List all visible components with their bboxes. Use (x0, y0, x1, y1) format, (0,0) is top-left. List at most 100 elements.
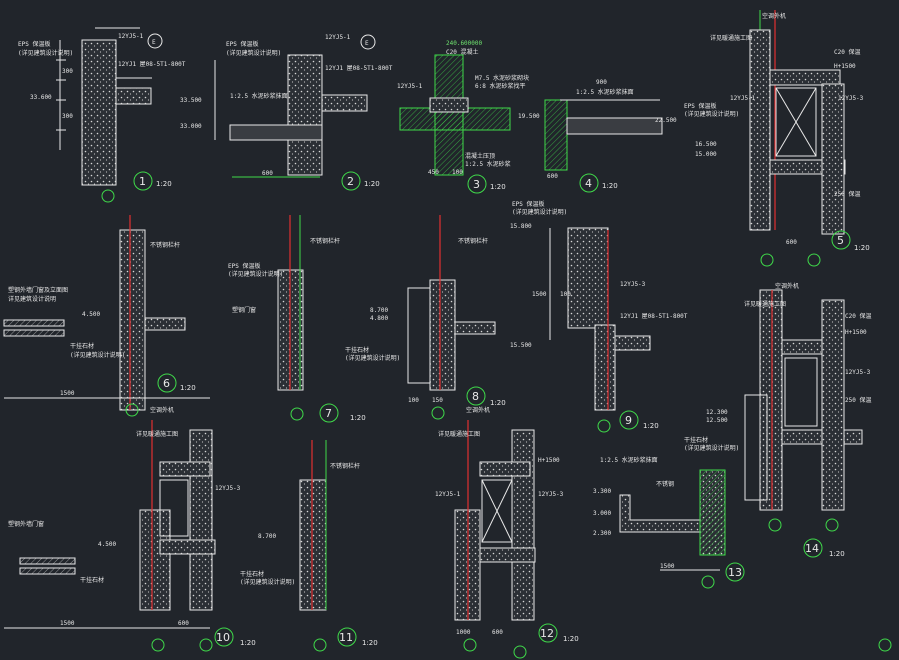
label-c: 12YJ5-1 (435, 491, 461, 498)
detail-7: 不锈钢栏杆 EPS 保温板 (详见建筑设计说明) 塑钢门窗 7 1:20 (228, 215, 366, 423)
coping (429, 97, 469, 113)
dim-b: 450 (428, 169, 439, 176)
dim-a: 8.700 (258, 533, 276, 540)
detail-scale: 1:20 (240, 639, 256, 647)
detail-scale: 1:20 (563, 635, 579, 643)
wall (749, 29, 771, 231)
label-g: 250 保温 (845, 396, 871, 404)
detail-number: 12 (540, 627, 554, 640)
detail-11: 不锈钢栏杆 干挂石材 (详见建筑设计说明) 8.700 11 1:20 (240, 440, 378, 647)
dim-b: 600 (547, 173, 558, 180)
detail-number: 13 (728, 566, 742, 579)
label-b: 详见暖通施工图 (744, 300, 786, 308)
detail-number-circle (538, 623, 558, 643)
detail-ref-circle (147, 33, 163, 49)
label-b: 详见暖通施工图 (438, 430, 480, 438)
label-b: C20 混凝土 (446, 48, 478, 56)
detail-3: 240.600000 C20 混凝土 M7.5 水泥砂浆砌块 6:8 水泥砂浆找… (397, 40, 540, 194)
label-g: H+1500 (834, 63, 856, 70)
detail-ref-circle (360, 34, 376, 50)
label-a: 空调外机 (466, 406, 490, 414)
stone-panel (3, 319, 65, 327)
detail-scale: 1:20 (364, 180, 380, 188)
label-c: (详见建筑设计说明) (228, 270, 283, 278)
wall (429, 279, 456, 391)
outer-wall (189, 429, 213, 611)
label-c: EPS 保温板 (684, 102, 716, 110)
slab-section (115, 87, 152, 105)
label-b: (详见建筑设计说明) (226, 49, 281, 57)
dim-b: 33.000 (180, 123, 202, 130)
detail-scale: 1:20 (156, 180, 172, 188)
dim-b: 1500 (60, 620, 75, 627)
label-a: 空调外机 (150, 406, 174, 414)
detail-scale: 1:20 (350, 414, 366, 422)
label-d: 塑钢外墙门窗 (8, 520, 44, 528)
label-e: 2.300 (593, 530, 611, 537)
detail-scale: 1:20 (643, 422, 659, 430)
dim-a: 1500 (660, 563, 675, 570)
detail-number-circle (214, 627, 234, 647)
dim-a: 4.500 (82, 311, 100, 318)
label-f: 12YJ5-3 (838, 95, 864, 102)
outer-wall (821, 83, 845, 235)
detail-number: 3 (473, 178, 480, 191)
wall-section (81, 39, 117, 186)
dim-a: 22.500 (655, 117, 677, 124)
slab (229, 124, 323, 141)
dim-a: 12.300 (706, 409, 728, 416)
dim-a: 4.500 (98, 541, 116, 548)
stone-panel (3, 329, 65, 337)
wall (759, 289, 783, 511)
slab-upper (159, 461, 211, 477)
slab-upper (769, 69, 841, 86)
label-a: EPS 保温板 (512, 200, 544, 208)
outer-wall (821, 299, 845, 511)
detail-number-circle (725, 562, 745, 582)
dim-c: 600 (262, 170, 273, 177)
dim-b: 4.800 (370, 315, 388, 322)
label-e: (详见建筑设计说明) (684, 444, 739, 452)
dim-a: 33.500 (180, 97, 202, 104)
label-a: 不锈钢栏杆 (310, 237, 340, 245)
ac-unit (159, 479, 189, 537)
label-e: 不锈钢栏杆 (150, 241, 180, 249)
label-c: 12YJ5-3 (620, 281, 646, 288)
detail-number-circle (467, 174, 487, 194)
dim-d: 100 (560, 291, 571, 298)
window-frame (744, 394, 768, 501)
dim-c: 600 (178, 620, 189, 627)
label-a: 空调外机 (775, 282, 799, 290)
label-f: 1:2.5 水泥砂浆抹面 (230, 92, 288, 100)
stone-panel (19, 557, 76, 565)
label-d: 塑钢门窗 (232, 306, 256, 314)
label-h: C20 保温 (834, 48, 860, 56)
label-b: (详见建筑设计说明) (512, 208, 567, 216)
detail-6: 塑钢外墙门窗及立面图 详见建筑设计说明 干挂石材 (详见建筑设计说明) 不锈钢栏… (3, 215, 210, 411)
detail-number-circle (803, 538, 823, 558)
label-c: 12YJ5-3 (215, 485, 241, 492)
ac-unit (784, 357, 818, 427)
label-e: 12YJ5-1 (730, 95, 756, 102)
label-d: (详见建筑设计说明) (684, 110, 739, 118)
label-c: 干挂石材 (70, 342, 94, 350)
label-b: 900 (596, 79, 607, 86)
label-c: 12YJ5-1 (325, 34, 351, 41)
label-a: 塑钢外墙门窗及立面图 (8, 286, 68, 294)
label-d: 12YJ1 屋08-5T1-800T (620, 313, 688, 320)
label-c: 3.300 (593, 488, 611, 495)
detail-2: EPS 保温板 (详见建筑设计说明) 12YJ5-1 E 12YJ1 屋08-5… (180, 34, 393, 191)
detail-number-circle (319, 403, 339, 423)
dim-c: 300 (62, 113, 73, 120)
label-b: 详见暖通施工图 (710, 34, 752, 42)
label-e: 12YJ1 屋08-5T1-800T (118, 61, 186, 68)
label-b: EPS 保温板 (228, 262, 260, 270)
detail-5: 空调外机 详见暖通施工图 EPS 保温板 (详见建筑设计说明) 12YJ5-1 … (684, 10, 870, 252)
detail-scale: 1:20 (490, 399, 506, 407)
label-c: 不锈钢栏杆 (458, 237, 488, 245)
wall (139, 509, 171, 611)
dim-b: 15.000 (695, 151, 717, 158)
detail-number: 2 (347, 175, 354, 188)
detail-number-circle (133, 171, 153, 191)
